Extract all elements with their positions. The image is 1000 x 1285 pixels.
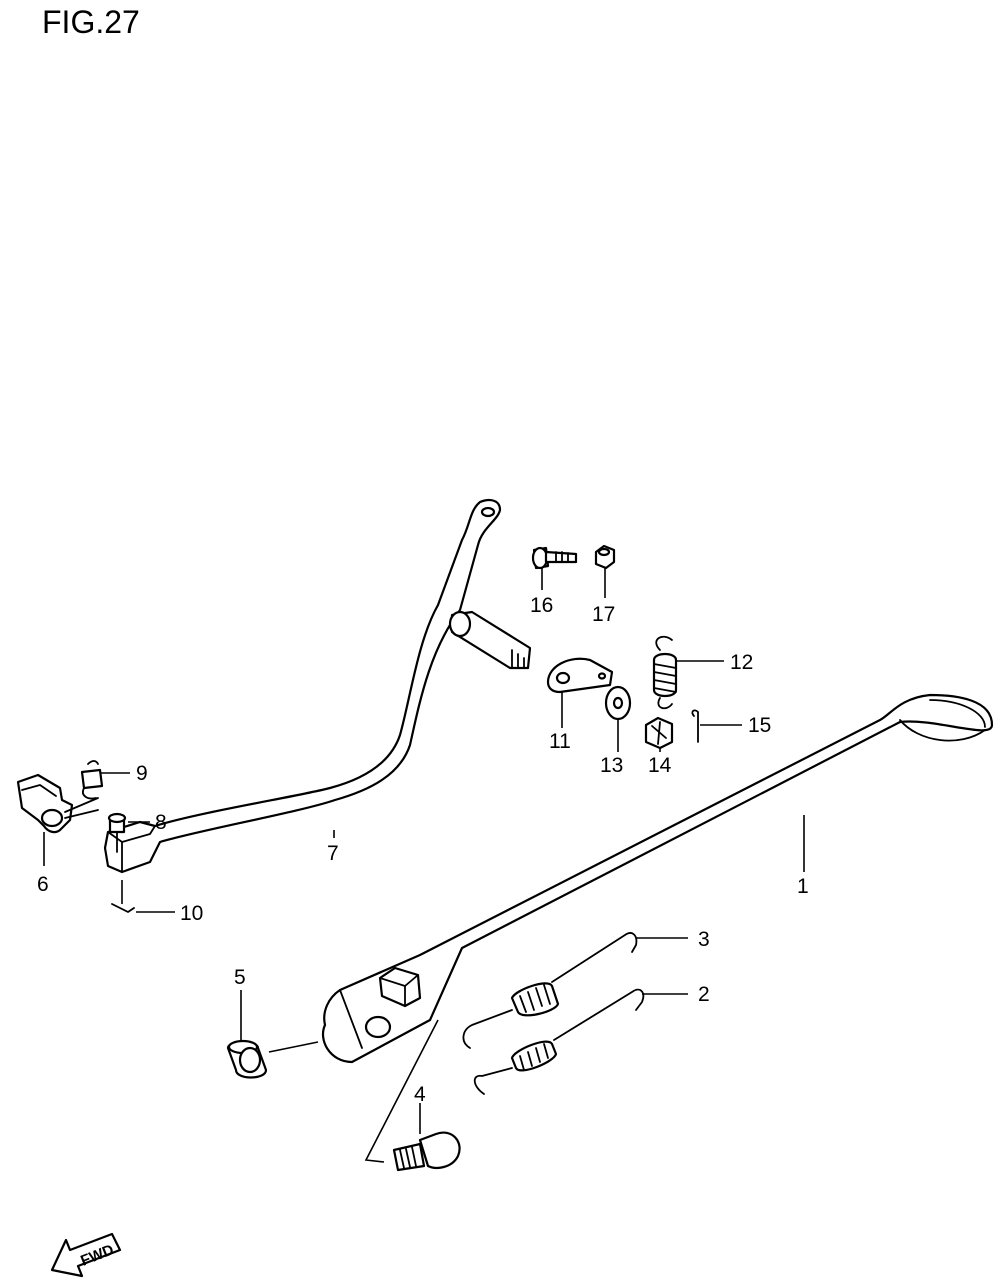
part-label-2: 2 xyxy=(698,983,710,1006)
spring-part-2[interactable] xyxy=(473,988,645,1095)
plate-part-11[interactable] xyxy=(546,657,614,694)
clamp-part[interactable] xyxy=(16,773,99,834)
nut-part-9[interactable] xyxy=(80,760,104,800)
washer-part-13[interactable] xyxy=(604,685,632,721)
leader-lines xyxy=(43,568,805,1163)
part-label-9: 9 xyxy=(136,762,148,785)
part-label-5: 5 xyxy=(234,966,246,989)
part-label-6: 6 xyxy=(37,873,49,896)
part-label-8: 8 xyxy=(155,811,167,834)
part-label-11: 11 xyxy=(549,730,571,753)
fwd-arrow-icon: FWD xyxy=(50,1232,122,1278)
nut-part-17[interactable] xyxy=(594,544,616,570)
pivot-bolt-part-4[interactable] xyxy=(392,1131,461,1172)
side-stand-part[interactable] xyxy=(322,693,994,1064)
bolt-part-8[interactable] xyxy=(107,812,127,853)
bushing-part-5[interactable] xyxy=(226,1039,268,1079)
nut-part-14[interactable] xyxy=(644,716,674,750)
part-label-15: 15 xyxy=(748,714,771,737)
part-label-16: 16 xyxy=(530,594,553,617)
cotter-pin-part-15[interactable] xyxy=(691,709,699,743)
part-label-10: 10 xyxy=(180,902,203,925)
lever-arm-part[interactable] xyxy=(103,499,532,874)
part-label-4: 4 xyxy=(414,1083,426,1106)
part-label-3: 3 xyxy=(698,928,710,951)
part-label-17: 17 xyxy=(592,603,615,626)
part-label-13: 13 xyxy=(600,754,623,777)
part-label-14: 14 xyxy=(648,754,672,777)
part-label-1: 1 xyxy=(797,875,809,898)
bolt-part-16[interactable] xyxy=(531,546,578,570)
spring-part-3[interactable] xyxy=(462,932,638,1049)
spring-part-12[interactable] xyxy=(652,635,678,710)
part-label-12: 12 xyxy=(730,651,753,674)
part-label-7: 7 xyxy=(327,842,339,865)
pin-part-10[interactable] xyxy=(111,903,135,913)
figure-title: FIG.27 xyxy=(42,4,140,40)
